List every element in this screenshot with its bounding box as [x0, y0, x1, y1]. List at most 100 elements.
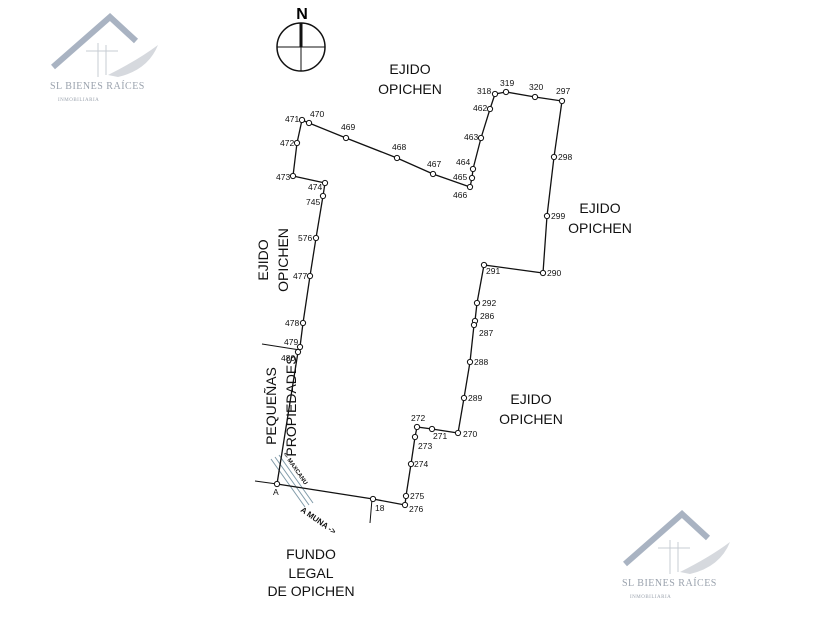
- vertex-marker: [299, 319, 307, 327]
- svg-text:FUNDO: FUNDO: [286, 546, 336, 562]
- vertex-marker: [294, 348, 302, 356]
- vertex-label: 318: [477, 86, 491, 96]
- svg-text:DE OPICHEN: DE OPICHEN: [267, 583, 354, 599]
- vertex-label: 297: [556, 86, 570, 96]
- vertex-label: 576: [298, 233, 312, 243]
- vertex-label: 471: [285, 114, 299, 124]
- vertex-marker: [402, 492, 410, 500]
- vertex-marker: [550, 153, 558, 161]
- boundary-extensions: [254, 343, 373, 524]
- vertex-marker: [539, 269, 547, 277]
- vertex-label: 286: [480, 311, 494, 321]
- vertex-label: 276: [409, 504, 423, 514]
- vertex-marker: [411, 433, 419, 441]
- svg-text:LEGAL: LEGAL: [288, 565, 333, 581]
- vertex-label: 299: [551, 211, 565, 221]
- vertex-label: 470: [310, 109, 324, 119]
- vertex-marker: [429, 170, 437, 178]
- vertex-marker: [531, 93, 539, 101]
- svg-text:EJIDO: EJIDO: [255, 239, 271, 280]
- vertex-marker: [460, 394, 468, 402]
- vertex-marker: [319, 192, 327, 200]
- vertex-marker: [428, 425, 436, 433]
- region-east: EJIDO OPICHEN: [568, 200, 632, 236]
- vertex-label: 290: [547, 268, 561, 278]
- vertex-marker: [413, 423, 421, 431]
- vertex-marker: [306, 272, 314, 280]
- vertex-label: 745: [306, 197, 320, 207]
- road-label-muna: A MUNA ->: [299, 505, 338, 536]
- vertex-marker: [473, 299, 481, 307]
- vertex-marker: [369, 495, 377, 503]
- vertex-marker: [480, 261, 488, 269]
- svg-text:OPICHEN: OPICHEN: [568, 220, 632, 236]
- vertex-label: 298: [558, 152, 572, 162]
- svg-text:PEQUEÑAS: PEQUEÑAS: [263, 367, 279, 445]
- svg-text:EJIDO: EJIDO: [579, 200, 620, 216]
- vertex-marker: [469, 165, 477, 173]
- vertex-label: 462: [473, 103, 487, 113]
- svg-text:OPICHEN: OPICHEN: [378, 81, 442, 97]
- vertex-label: 472: [280, 138, 294, 148]
- vertex-marker: [289, 172, 297, 180]
- vertex-marker: [454, 429, 462, 437]
- vertex-marker: [296, 343, 304, 351]
- vertex-marker: [293, 139, 301, 147]
- vertex-label: 469: [341, 122, 355, 132]
- vertex-label: 467: [427, 159, 441, 169]
- region-fundo-legal: FUNDO LEGAL DE OPICHEN: [267, 546, 354, 599]
- logo-bottom-right: SL BIENES RAÍCES INMOBILIARIA: [622, 509, 730, 600]
- region-north: EJIDO OPICHEN: [378, 61, 442, 97]
- vertex-marker: [466, 358, 474, 366]
- vertex-label: 271: [433, 431, 447, 441]
- vertex-marker: [558, 97, 566, 105]
- region-west: EJIDO OPICHEN: [255, 228, 291, 292]
- vertex-marker: [470, 321, 478, 329]
- vertex-label: 291: [486, 266, 500, 276]
- vertex-label: 477: [293, 271, 307, 281]
- vertex-marker: [466, 183, 474, 191]
- vertex-label: 466: [453, 190, 467, 200]
- vertex-label: 272: [411, 413, 425, 423]
- vertex-marker: [477, 134, 485, 142]
- vertex-marker: [273, 480, 281, 488]
- logo-tagline: INMOBILIARIA: [630, 595, 671, 600]
- vertex-label: 319: [500, 78, 514, 88]
- vertex-label: 473: [276, 172, 290, 182]
- logo-name: SL BIENES RAÍCES: [50, 80, 145, 92]
- vertex-label: 270: [463, 429, 477, 439]
- vertex-marker: [502, 88, 510, 96]
- vertex-label: 288: [474, 357, 488, 367]
- vertex-marker: [305, 119, 313, 127]
- vertex-label: 287: [479, 328, 493, 338]
- vertex-marker: [393, 154, 401, 162]
- north-label: N: [296, 6, 308, 23]
- logo-name: SL BIENES RAÍCES: [622, 577, 717, 589]
- svg-text:EJIDO: EJIDO: [389, 61, 430, 77]
- svg-text:OPICHEN: OPICHEN: [499, 411, 563, 427]
- vertex-label: 18: [375, 503, 385, 513]
- vertex-label: 465: [453, 172, 467, 182]
- svg-text:PROPIEDADES: PROPIEDADES: [283, 355, 299, 456]
- vertex-label: A: [273, 487, 279, 497]
- vertex-marker: [468, 174, 476, 182]
- vertex-label: 468: [392, 142, 406, 152]
- region-pequenas-propiedades: PEQUEÑAS PROPIEDADES: [263, 355, 299, 456]
- vertex-label: 463: [464, 132, 478, 142]
- vertex-label: 320: [529, 82, 543, 92]
- logo-tagline: INMOBILIARIA: [58, 98, 99, 103]
- region-southeast: EJIDO OPICHEN: [499, 391, 563, 427]
- vertex-markers: 471 470 469 468 467 466 465 464 463 462 318 319 320 2…: [273, 78, 572, 514]
- vertex-marker: [321, 179, 329, 187]
- vertex-marker: [298, 116, 306, 124]
- logo-top-left: SL BIENES RAÍCES INMOBILIARIA: [50, 12, 158, 103]
- vertex-label: 292: [482, 298, 496, 308]
- vertex-label: 274: [414, 459, 428, 469]
- vertex-marker: [486, 105, 494, 113]
- vertex-label: 275: [410, 491, 424, 501]
- vertex-label: 464: [456, 157, 470, 167]
- svg-text:EJIDO: EJIDO: [510, 391, 551, 407]
- vertex-label: 480: [281, 353, 295, 363]
